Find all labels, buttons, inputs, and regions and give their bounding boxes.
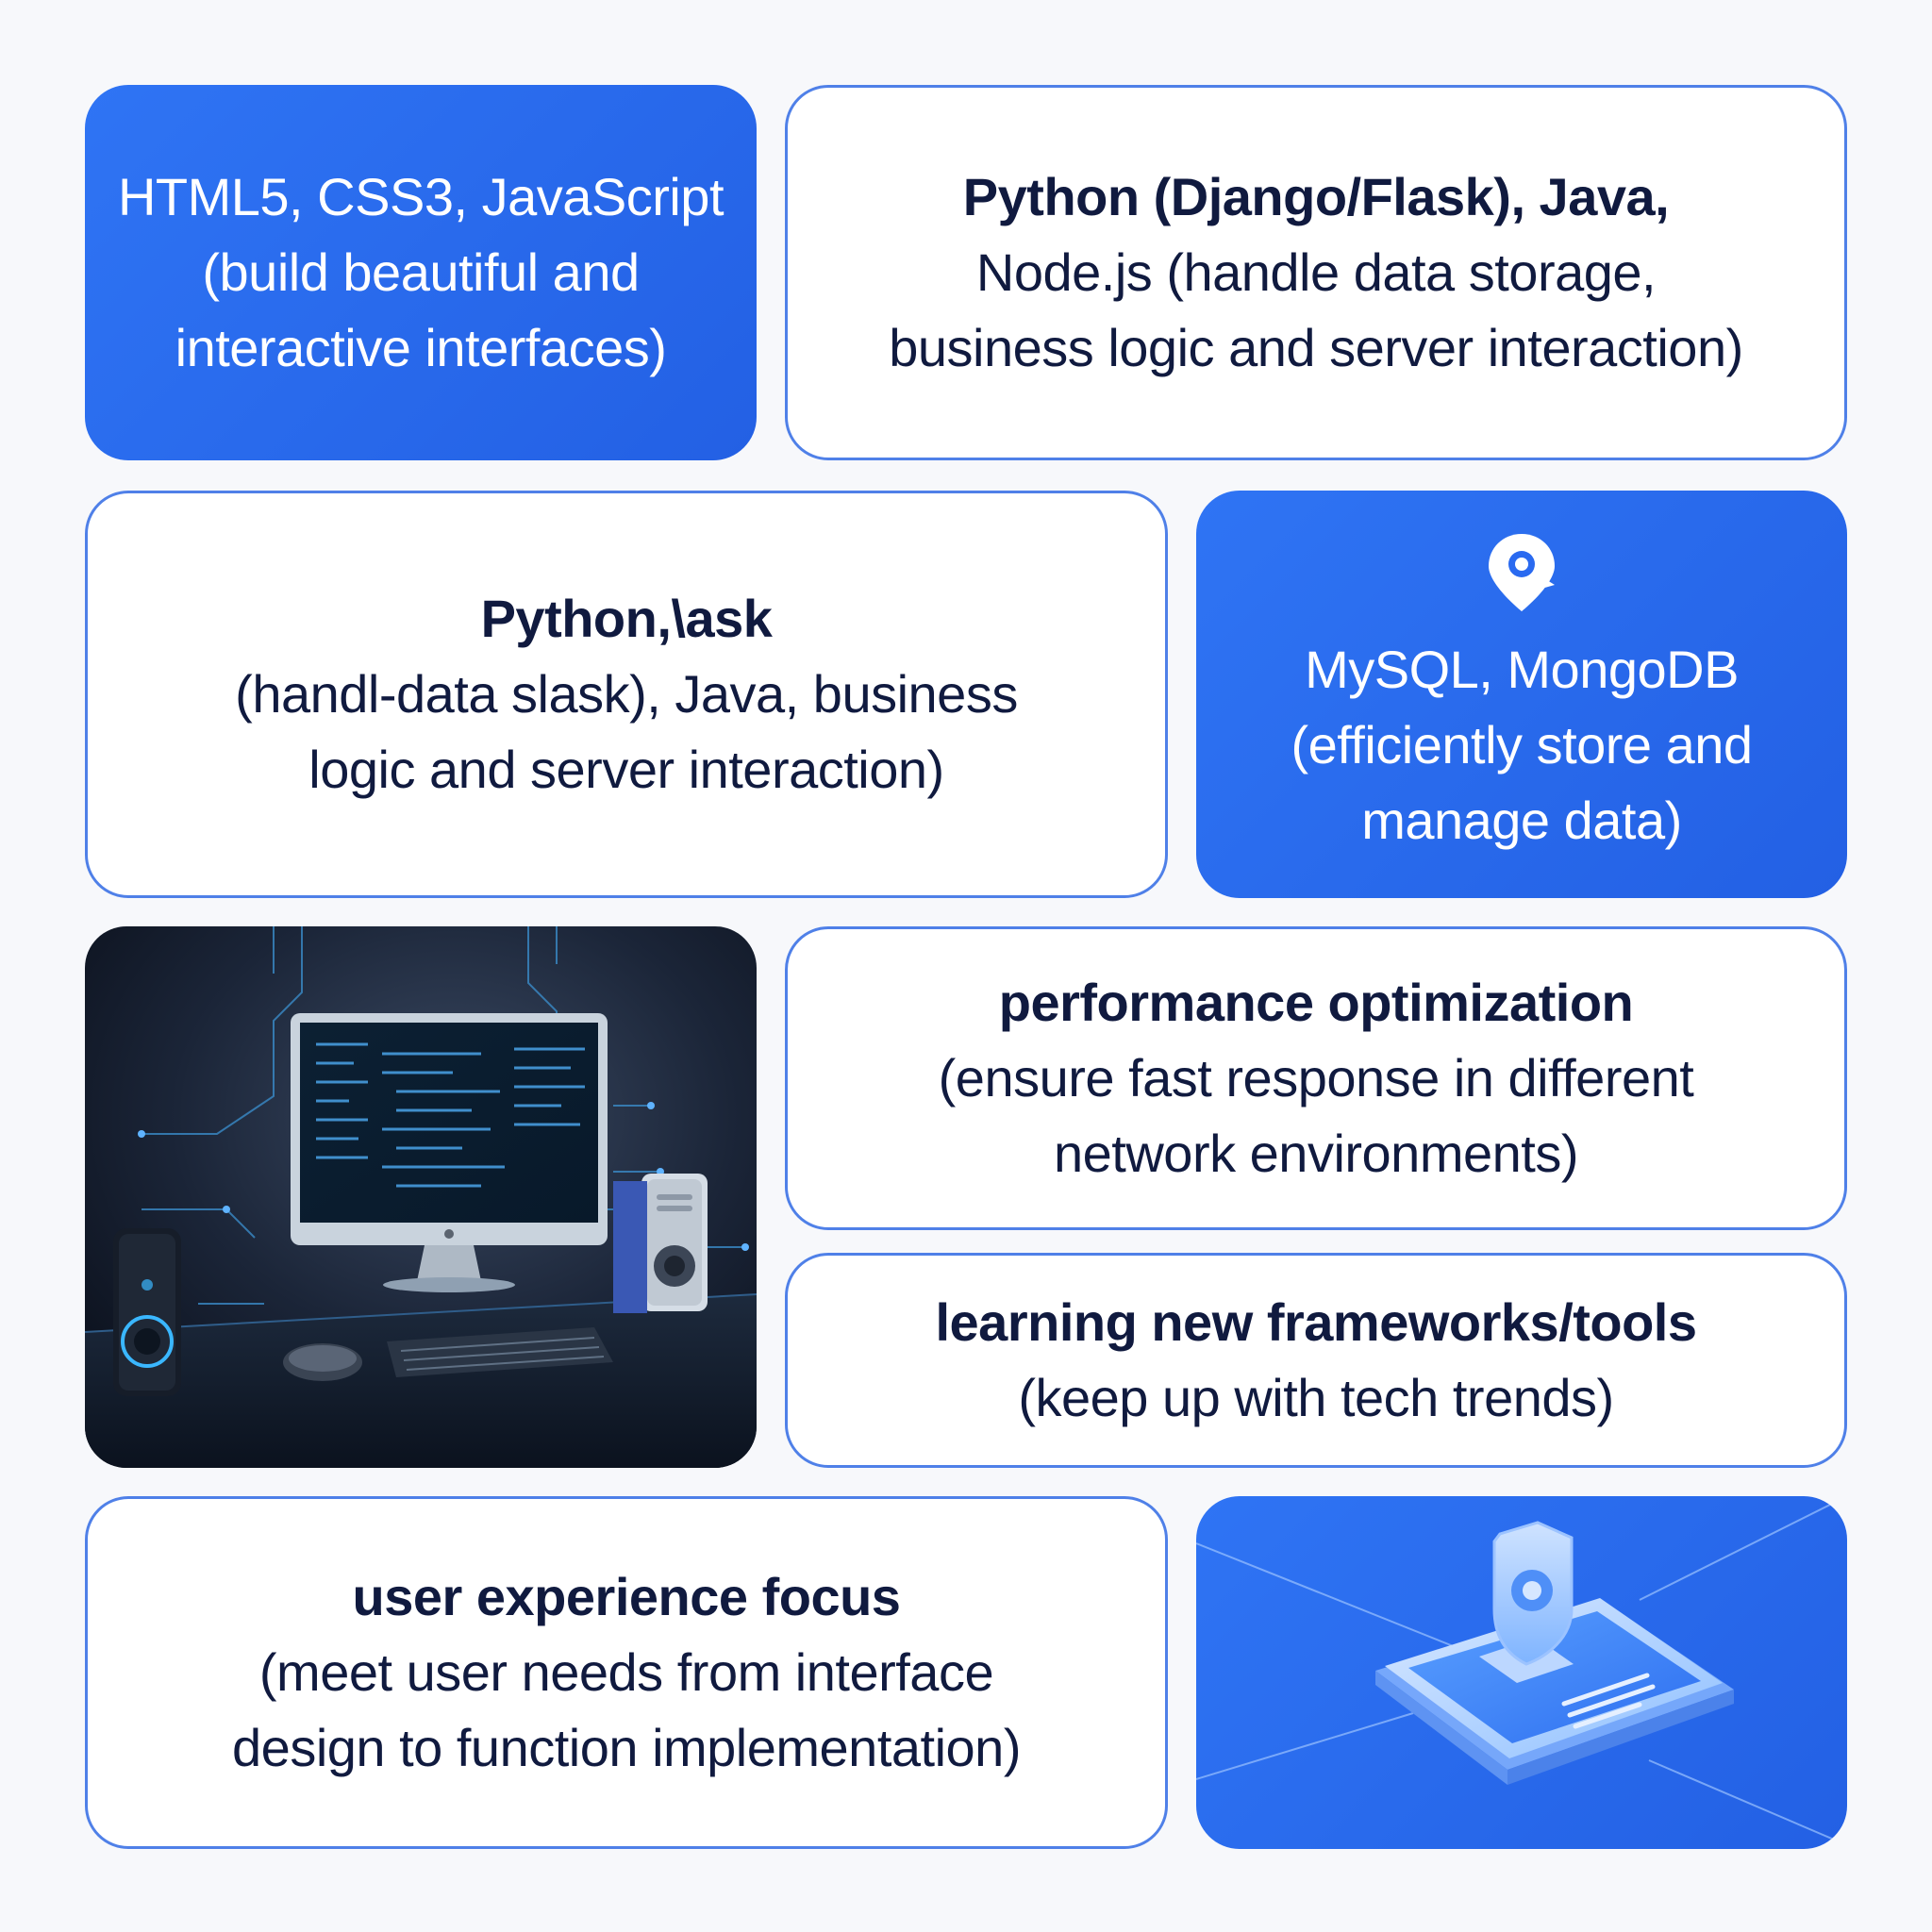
performance-title: performance optimization	[998, 973, 1634, 1032]
performance-line-1: (ensure fast response in different	[938, 1048, 1694, 1108]
database-card: MySQL, MongoDB (efficiently store and ma…	[1196, 491, 1847, 898]
database-line-2: manage data)	[1361, 791, 1682, 850]
ux-line-1: (meet user needs from interface	[258, 1642, 994, 1702]
database-line-1: (efficiently store and	[1291, 715, 1753, 774]
ux-card: user experience focus (meet user needs f…	[85, 1496, 1168, 1849]
location-pin-icon	[1489, 534, 1555, 611]
frontend-line-3: interactive interfaces)	[175, 318, 667, 377]
frontend-card: HTML5, CSS3, JavaScript (build beautiful…	[85, 85, 757, 460]
backend-alt-title: Python,\ask	[480, 589, 773, 648]
backend-line-1: Node.js (handle data storage,	[975, 242, 1657, 302]
computer-workstation-illustration	[85, 926, 757, 1468]
backend-line-2: business logic and server interaction)	[889, 318, 1743, 377]
frontend-line-1: HTML5, CSS3, JavaScript	[117, 167, 724, 226]
backend-alt-line-1: (handl-data slask), Java, business	[235, 664, 1018, 724]
shield-phone-icon	[1196, 1496, 1847, 1846]
learning-title: learning new frameworks/tools	[935, 1292, 1697, 1352]
backend-alt-line-2: logic and server interaction)	[308, 740, 944, 799]
learning-card: learning new frameworks/tools (keep up w…	[785, 1253, 1847, 1468]
performance-line-2: network environments)	[1054, 1124, 1578, 1183]
ux-line-2: design to function implementation)	[232, 1718, 1021, 1777]
workstation-image	[85, 926, 757, 1468]
database-title: MySQL, MongoDB	[1305, 640, 1739, 699]
security-illustration	[1196, 1496, 1847, 1849]
ux-title: user experience focus	[352, 1567, 901, 1626]
frontend-line-2: (build beautiful and	[202, 242, 640, 302]
learning-line-1: (keep up with tech trends)	[1018, 1368, 1614, 1427]
backend-title: Python (Django/Flask), Java,	[962, 167, 1670, 226]
performance-card: performance optimization (ensure fast re…	[785, 926, 1847, 1230]
backend-card: Python (Django/Flask), Java, Node.js (ha…	[785, 85, 1847, 460]
backend-alt-card: Python,\ask (handl-data slask), Java, bu…	[85, 491, 1168, 898]
